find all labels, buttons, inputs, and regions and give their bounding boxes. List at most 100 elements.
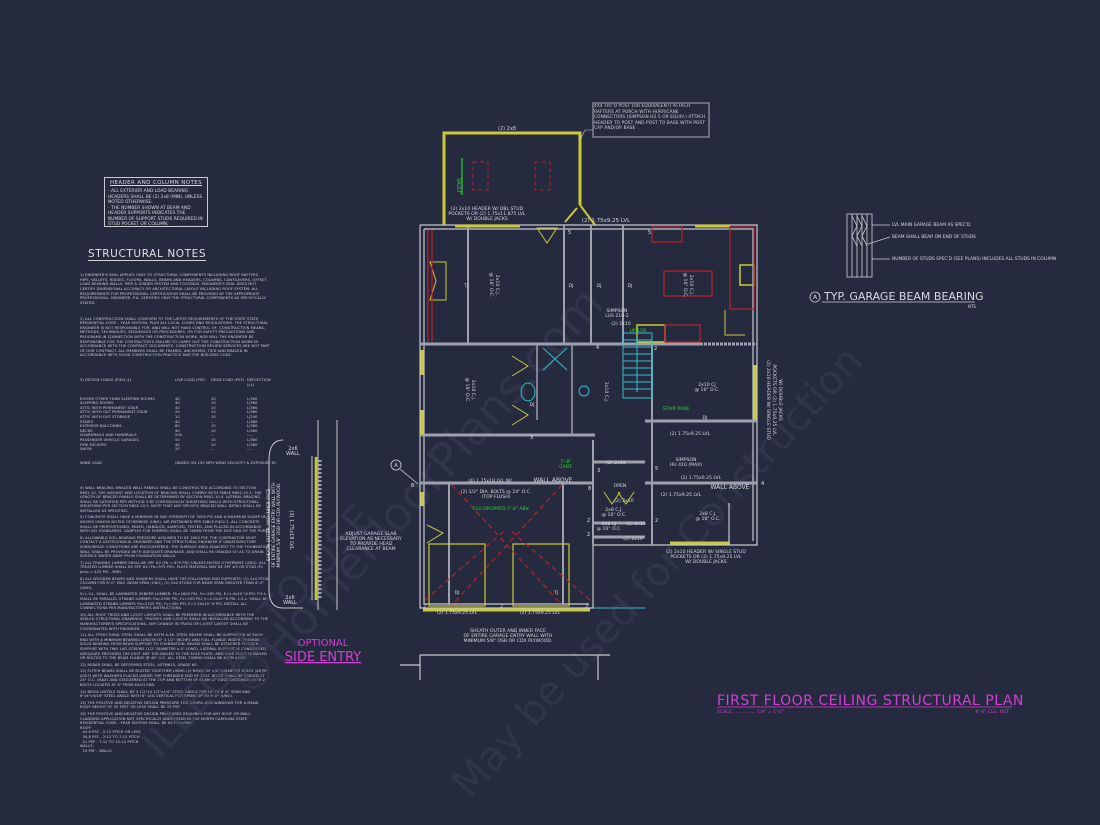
side-entry-labels: 2x6 WALL 2x6 WALL (3) 1.75x18 LVL SHEATH… bbox=[266, 446, 300, 606]
header-column-notes-title: HEADER AND COLUMN NOTES bbox=[109, 180, 203, 186]
watermark: ©HomeFloorPlans.com May be used for Cons… bbox=[133, 277, 872, 807]
exterior-walls bbox=[400, 224, 758, 680]
plan-annotation: SHEATH OUTER AND INNER FACE bbox=[266, 489, 272, 562]
plan-annotation: @ 16" O.C. bbox=[596, 526, 621, 532]
plan-annotation: 4 bbox=[596, 345, 599, 351]
structural-note: 5) CONCRETE SHALL HAVE A MINIMUM 28 DAY … bbox=[80, 515, 272, 534]
plan-annotation: POCKETS OR (2) 1.75x11.875 LVL bbox=[448, 211, 526, 217]
design-load-cell: 10 bbox=[211, 396, 216, 401]
plan-annotation: @ 16" O.C. bbox=[464, 377, 470, 402]
design-load-cell: SNOW bbox=[80, 447, 92, 452]
detail-scale: NTS bbox=[968, 304, 976, 309]
design-load-cell: 50 bbox=[175, 437, 180, 442]
structural-note: 9) L.V.L. SHALL BE LAMINATED VENEER LUMB… bbox=[80, 592, 269, 611]
design-load-cell: 10 bbox=[211, 410, 216, 415]
plan-annotation: 2 bbox=[655, 518, 658, 524]
plan-annotation: 2x10 C.J. bbox=[603, 382, 609, 402]
plan-annotation: (2) 2x10 bbox=[614, 498, 634, 504]
design-load-cell: L/360 bbox=[247, 424, 258, 429]
plan-annotation: 3 bbox=[530, 435, 533, 441]
side-entry-detail bbox=[268, 420, 338, 610]
design-load-cell: L/360 bbox=[247, 437, 258, 442]
loads-col-header: LIVE LOAD (PSF) bbox=[175, 378, 206, 383]
simpson-lus-label: SIMPSON bbox=[607, 308, 628, 314]
plan-annotation: 2x6 bbox=[288, 446, 297, 452]
design-load-cell: 10 bbox=[211, 437, 216, 442]
header-column-note: - THE NUMBER SHOWN AT BEAM AND HEADER SU… bbox=[108, 205, 203, 228]
plan-annotation: DJ bbox=[703, 415, 708, 421]
plan-annotation: CLEARANCE AT BEAM bbox=[346, 546, 395, 552]
wind-load-label: WIND LOAD bbox=[80, 460, 102, 465]
structural-note: 11) ALL STRUCTURAL STEEL SHALL BE ASTM A… bbox=[80, 633, 269, 661]
section-tag bbox=[390, 459, 419, 485]
design-load-cell: 10 bbox=[211, 428, 216, 433]
plan-annotation: W/ DOUBLE JACKS bbox=[777, 379, 783, 421]
plan-annotation: TJ bbox=[553, 590, 558, 596]
design-load-cell: 10 bbox=[175, 415, 180, 419]
lvl-label: (2) 1.75x9.25 LVL bbox=[681, 475, 722, 481]
design-load-cell: STAIRS bbox=[80, 419, 94, 424]
plan-annotation: BEAM SHALL BEAR ON END OF STUDS bbox=[892, 234, 976, 240]
structural-note: 12) REBAR SHALL BE DEFORMED STEEL, ASTM6… bbox=[80, 662, 198, 667]
design-load-cell: SLEEPING ROOMS bbox=[80, 401, 114, 406]
loads-col-header: DEFLECTION (LL) bbox=[247, 378, 272, 387]
design-load-cell: 20 bbox=[175, 447, 180, 452]
garage-door-lvl: (2) 1.75x9.25 LVL bbox=[437, 610, 478, 616]
design-load-cell: 200 bbox=[175, 433, 183, 438]
adjust-slab-note: ADJUST GARAGE SLAB bbox=[345, 531, 396, 537]
design-load-cell: 40 bbox=[175, 419, 180, 424]
joist-label: 2x8 C.J. bbox=[699, 511, 717, 517]
design-load-cell: -- bbox=[211, 447, 214, 452]
plan-annotation: (2) 2x10 bbox=[626, 521, 646, 527]
plan-annotation: (2) 2x10 bbox=[611, 321, 631, 327]
loads-col-header: DEAD LOAD (PSF) bbox=[211, 378, 245, 383]
plan-annotation: @ 16" O.C. bbox=[682, 272, 688, 297]
design-load-row: PASSENGER VEHICLE GARAGES 50 10 L/360 bbox=[80, 438, 270, 443]
design-load-cell: 40 bbox=[175, 405, 180, 410]
plan-annotation: W/ DOUBLE JACKS bbox=[466, 216, 508, 222]
plan-annotation: WALL bbox=[283, 600, 297, 606]
plan-annotation: LVL MAIN GARAGE BEAM AS SPEC'D bbox=[892, 222, 971, 228]
design-load-cell: ---- bbox=[247, 433, 253, 438]
plan-labels: (2) 2x10 HEADER W/ DBL STUD POCKETS OR (… bbox=[340, 206, 783, 644]
joist-label: 2x10 C.J. bbox=[494, 275, 500, 295]
design-load-cell: L/360 bbox=[247, 428, 258, 433]
plan-title: FIRST FLOOR CEILING STRUCTURAL PLAN bbox=[717, 693, 1024, 709]
design-loads-table: 3) DESIGN LOADS (R301.4) LIVE LOAD (PSF)… bbox=[80, 369, 276, 475]
design-load-cell: PASSENGER VEHICLE GARAGES bbox=[80, 437, 139, 442]
plan-annotation: ELEVATION AS NECESSARY bbox=[340, 536, 402, 542]
design-load-cell: 30 bbox=[175, 401, 180, 406]
porch-header-label: (2) 2x8 bbox=[498, 126, 516, 132]
plan-annotation: NUMBER OF STUDS SPEC'D (SEE PLANS) INCLU… bbox=[892, 256, 1056, 262]
bolts-label: (2) 1/2" DIA. BOLTS @ 24" O.C. bbox=[461, 489, 532, 495]
design-load-cell: 40 bbox=[175, 442, 180, 447]
plan-annotation: 2 bbox=[587, 532, 590, 538]
sheath-note: SHEATH OUTER AND INNER FACE bbox=[470, 628, 546, 634]
design-load-cell: 40 bbox=[175, 428, 180, 433]
structural-note: 15) THE POSITIVE AND NEGATIVE DESIGN PRE… bbox=[80, 700, 260, 710]
plan-annotation: @ 16" O.C. bbox=[694, 387, 719, 393]
design-load-cell: L/360 bbox=[247, 405, 258, 410]
front-porch bbox=[442, 131, 596, 226]
design-load-cell: GUARDRAILS AND HANDRAILS bbox=[80, 433, 137, 438]
structural-note: 7) ALL FRAMING LUMBER SHALL BE SPF #2 (F… bbox=[80, 560, 268, 574]
plan-annotation: MINIMUM 5/8" OSB OR CDX PLYWOOD. bbox=[276, 483, 282, 568]
design-load-cell: L/360 bbox=[247, 442, 258, 447]
plan-annotation: 2x10 C.J. bbox=[470, 380, 476, 400]
plan-annotation: LUS 210-2 bbox=[605, 313, 628, 319]
plan-scale: SCALE: ............... 1/4" = 1'-0" bbox=[717, 709, 784, 715]
design-load-cell: 10 bbox=[211, 442, 216, 447]
vault-label: VAULT bbox=[455, 178, 461, 194]
detail-title: TYP. GARAGE BEAM BEARING bbox=[823, 290, 984, 303]
front-header-label: (2) 2x10 HEADER W/ DBL STUD bbox=[451, 206, 524, 212]
design-load-cell: L/360 bbox=[247, 396, 258, 401]
plan-annotation: OF ENTIRE GARAGE ENTRY WALL WITH bbox=[271, 482, 277, 567]
design-load-cell: ---- bbox=[247, 447, 253, 452]
design-load-cell: L/360 bbox=[247, 401, 258, 406]
